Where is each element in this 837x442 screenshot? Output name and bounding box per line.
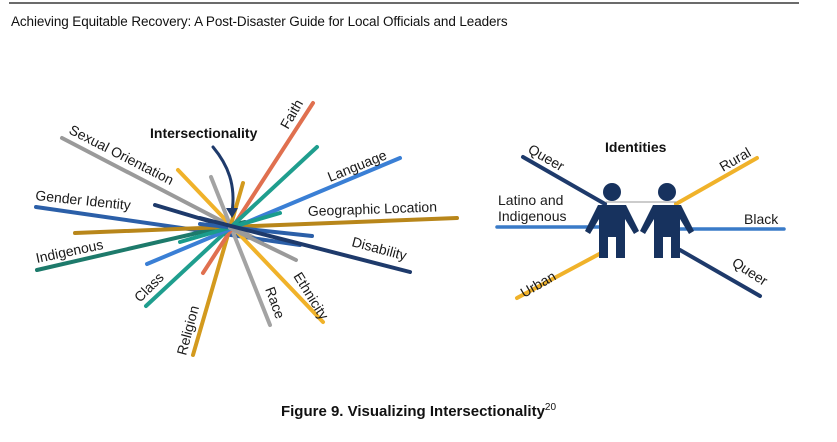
label-geographic-location: Geographic Location — [308, 198, 438, 218]
line-gray-short-right — [228, 226, 298, 262]
caption-text: Figure 9. Visualizing Intersectionality — [280, 403, 545, 420]
label-religion: Religion — [173, 304, 202, 357]
intersectionality-title: Intersectionality — [150, 125, 258, 141]
line-queer-right — [678, 248, 762, 298]
header-rule — [9, 2, 799, 4]
document-header-title: Achieving Equitable Recovery: A Post-Dis… — [11, 14, 508, 29]
line-language — [145, 156, 402, 266]
identities-title: Identities — [605, 139, 667, 155]
arrow-to-center — [211, 145, 235, 214]
label-black: Black — [744, 211, 779, 227]
line-indigenous — [35, 220, 247, 272]
line-queer-left — [521, 155, 607, 206]
identities-diagram — [495, 155, 786, 300]
line-blue-short-right — [198, 222, 314, 238]
line-gray-upper — [209, 175, 272, 327]
figure-caption: Figure 9. Visualizing Intersectionality2… — [0, 402, 837, 420]
line-faith — [201, 101, 315, 275]
line-disability — [198, 216, 412, 274]
label-urban: Urban — [518, 268, 559, 301]
label-class: Class — [131, 269, 167, 305]
label-latino-line2: Indigenous — [498, 208, 567, 224]
line-geographic-location — [73, 216, 459, 235]
caption-footnote: 20 — [544, 402, 557, 413]
arrowhead-icon — [226, 208, 238, 218]
label-faith: Faith — [277, 97, 306, 132]
person-icon-right — [640, 183, 694, 258]
intersectionality-starburst — [34, 101, 459, 357]
label-latino-line1: Latino and — [498, 192, 563, 208]
line-rural — [674, 156, 759, 206]
line-yellow-upper-left — [176, 168, 325, 324]
line-urban — [515, 250, 605, 300]
person-icon-left — [585, 183, 639, 258]
